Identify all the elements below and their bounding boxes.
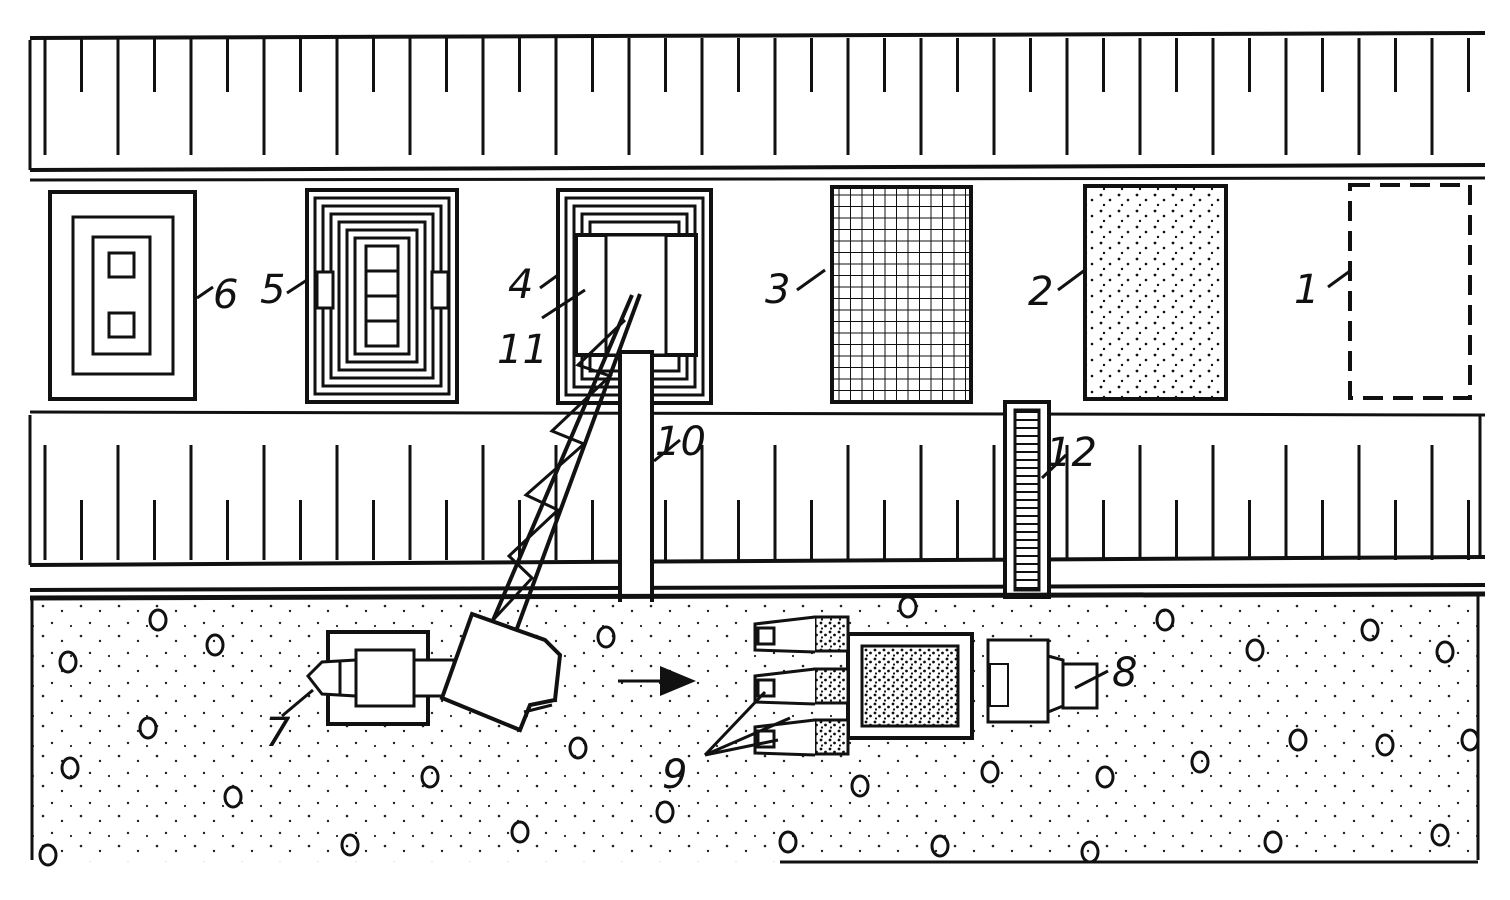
label-9: 9 [662, 752, 687, 798]
top-embankment [28, 31, 1486, 172]
lower-embankment [28, 415, 1486, 592]
pebble [1263, 830, 1283, 854]
label-4: 4 [508, 262, 533, 308]
concrete-chute-10 [618, 350, 654, 606]
label-3: 3 [765, 267, 790, 313]
label-2: 2 [1028, 269, 1053, 315]
label-7: 7 [265, 710, 291, 756]
pebble [1460, 728, 1480, 752]
crane-boom [486, 293, 642, 643]
label-10: 10 [655, 419, 706, 465]
pebble [1095, 765, 1115, 789]
concrete-buckets-9 [753, 615, 850, 757]
pebble [38, 843, 58, 867]
pebble [420, 765, 440, 789]
pit-strip [29, 176, 1486, 417]
pebble [1080, 840, 1100, 864]
pit-4-concreting [556, 188, 713, 405]
label-8: 8 [1112, 650, 1137, 696]
pebble [340, 833, 360, 857]
pebble [1155, 608, 1175, 632]
pebble [138, 716, 158, 740]
pebble [1245, 638, 1265, 662]
pebble [1360, 618, 1380, 642]
ladder-12 [1003, 400, 1051, 599]
label-6: 6 [213, 272, 238, 318]
pebble [850, 774, 870, 798]
pebble [1375, 733, 1395, 757]
pebble [60, 756, 80, 780]
label-1: 1 [1294, 267, 1319, 313]
pebble [1430, 823, 1450, 847]
pebble [930, 834, 950, 858]
label-11: 11 [497, 327, 548, 373]
leader-lines [196, 268, 1351, 757]
pebble [1190, 750, 1210, 774]
pit-5-formwork [305, 188, 459, 404]
pebble [58, 650, 78, 674]
pit-2-sand-base [1083, 184, 1228, 401]
pit-3-reinforcement-mesh [830, 185, 973, 404]
pit-6-finished-foundation [48, 190, 197, 401]
pebble [205, 633, 225, 657]
pebble [655, 800, 675, 824]
pebble [778, 830, 798, 854]
pit-1-marked-outline [1348, 183, 1472, 400]
label-12: 12 [1046, 430, 1097, 476]
callout-labels: 1 2 3 4 5 6 7 8 9 10 11 12 [213, 262, 1319, 798]
pebble [980, 760, 1000, 784]
crane-7 [306, 611, 563, 733]
truck-8 [846, 632, 1099, 740]
pebble [568, 736, 588, 760]
pebble [596, 625, 616, 649]
pebble [898, 595, 918, 619]
pebble [223, 785, 243, 809]
pebble [148, 608, 168, 632]
pebble [1288, 728, 1308, 752]
pebble [510, 820, 530, 844]
pebble [1435, 640, 1455, 664]
label-5: 5 [260, 267, 285, 313]
